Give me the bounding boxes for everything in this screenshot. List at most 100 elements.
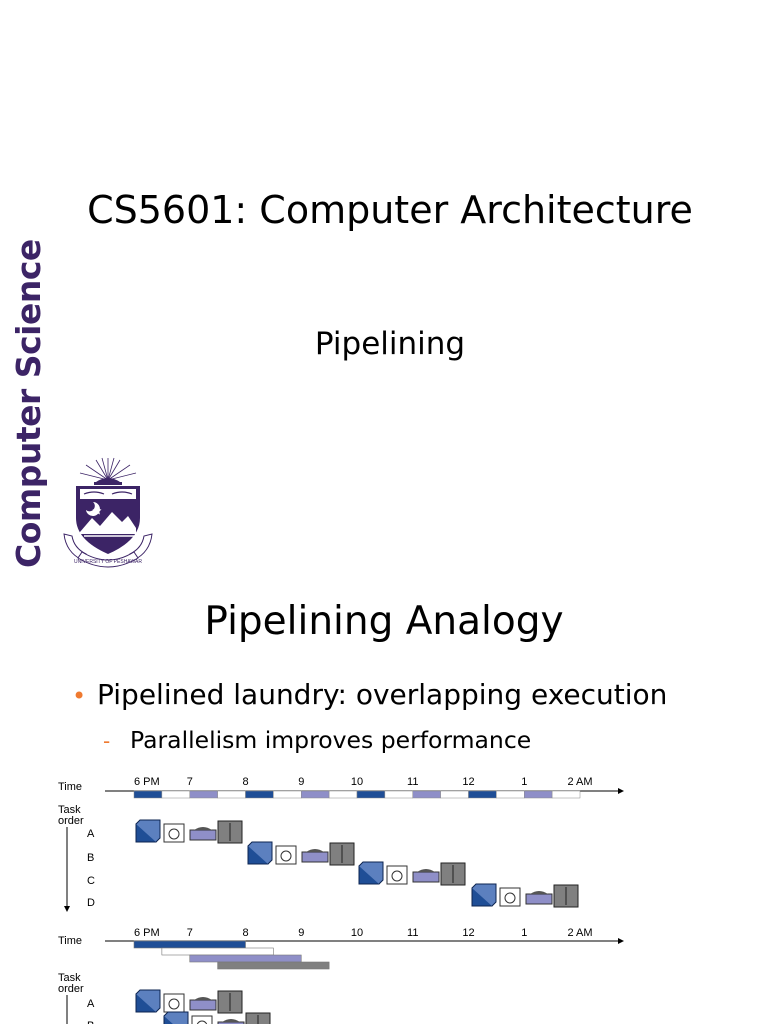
time-strip-segment-folder: [412, 790, 441, 799]
folded-clothes-icon: [194, 997, 212, 1000]
computer-science-side-label: Computer Science: [9, 239, 48, 568]
folded-clothes-icon: [222, 1019, 240, 1022]
time-tick-label: 11: [407, 927, 418, 939]
time-strip-segment-washer: [245, 790, 274, 799]
dryer-icon: [163, 823, 185, 843]
time-tick-label: 7: [187, 927, 193, 939]
folding-icon: [412, 871, 440, 883]
bullet-item: • Pipelined laundry: overlapping executio…: [72, 678, 667, 711]
slide-title: CS5601: Computer Architecture: [87, 188, 693, 232]
dryer-door-icon: [168, 828, 180, 840]
task-labels-2: AB: [87, 998, 95, 1024]
dryer-icon: [499, 887, 521, 907]
time-tick-label: 9: [298, 927, 304, 939]
dryer-door-icon: [504, 892, 516, 904]
bullet-dot-icon: •: [72, 682, 87, 710]
time-axis-arrow-1: [618, 788, 624, 794]
task-label: B: [87, 852, 94, 864]
time-strip-segment-storer: [328, 790, 358, 799]
task-label: C: [87, 875, 95, 887]
time-strip-segment-folder: [301, 790, 330, 799]
pipeline-bar-dryer: [161, 947, 274, 956]
crest-banner-text: UNIVERSITY OF PESHAWAR: [74, 559, 142, 565]
dryer-door-icon: [168, 998, 180, 1010]
slide-subtitle: Pipelining: [314, 326, 466, 362]
dryer-door-icon: [280, 850, 292, 862]
task-axis-arrow-1: [64, 906, 70, 912]
washer-icon-top: [358, 861, 384, 885]
folded-clothes-icon: [530, 891, 548, 894]
time-axis-arrow-2: [618, 938, 624, 944]
dryer-icon: [191, 1015, 213, 1024]
folded-clothes-icon: [306, 849, 324, 852]
time-tick-label: 6 PM: [134, 927, 160, 939]
time-tick-label: 2 AM: [567, 776, 592, 788]
time-strip-segment-dryer: [161, 790, 190, 799]
time-strip-segment-storer: [217, 790, 246, 799]
folded-clothes-icon: [417, 869, 435, 872]
task-label: D: [87, 897, 95, 909]
time-tick-label: 6 PM: [134, 776, 160, 788]
washer-icon-top: [135, 819, 161, 843]
time-tick-label: 8: [242, 776, 248, 788]
time-strip-segment-storer: [551, 790, 581, 799]
bullet-text: Pipelined laundry: overlapping execution: [97, 678, 668, 711]
time-tick-label: 1: [521, 927, 527, 939]
time-strip-segment-dryer: [384, 790, 413, 799]
task-label-2: Task: [58, 972, 81, 984]
time-strip-segment-washer: [356, 790, 386, 799]
pipeline-bar-washer: [133, 940, 246, 949]
time-strip-segment-folder: [189, 790, 218, 799]
order-label-2: order: [58, 983, 84, 995]
stage-icons-2: [135, 989, 271, 1024]
time-tick-labels-2: 6 PM 7 8 9 10 11 12 1 2 AM: [134, 927, 593, 939]
time-strip-1: [133, 790, 581, 799]
folded-clothes-icon: [194, 827, 212, 830]
dash-icon: -: [103, 729, 111, 753]
pipeline-gantt-bars: [133, 940, 330, 970]
folding-icon: [189, 999, 217, 1011]
time-strip-segment-washer: [133, 790, 163, 799]
order-label-1: order: [58, 815, 84, 827]
washer-icon-top: [135, 989, 161, 1013]
folding-icon: [189, 829, 217, 841]
sub-bullet-item: -Parallelism improves performance: [103, 726, 531, 754]
dryer-icon: [275, 845, 297, 865]
time-tick-label: 7: [187, 776, 193, 788]
washer-icon-top: [163, 1011, 189, 1024]
time-strip-segment-folder: [524, 790, 553, 799]
task-label: A: [87, 998, 95, 1010]
task-label: B: [87, 1020, 94, 1024]
time-strip-segment-dryer: [273, 790, 302, 799]
dryer-door-icon: [196, 1020, 208, 1024]
time-tick-label: 1: [521, 776, 527, 788]
washer-icon-top: [471, 883, 497, 907]
dryer-door-icon: [391, 870, 403, 882]
pipeline-bar-folder: [189, 954, 302, 963]
time-tick-labels-1: 6 PM 7 8 9 10 11 12 1 2 AM: [134, 776, 593, 788]
time-tick-label: 10: [351, 776, 363, 788]
time-strip-segment-washer: [468, 790, 497, 799]
university-crest-logo: UNIVERSITY OF PESHAWAR: [63, 457, 153, 568]
time-tick-label: 9: [298, 776, 304, 788]
folding-icon: [525, 893, 553, 905]
washer-icon-top: [247, 841, 273, 865]
sub-bullet-text: Parallelism improves performance: [130, 726, 532, 754]
task-label: A: [87, 828, 95, 840]
time-tick-label: 8: [242, 927, 248, 939]
section-title: Pipelining Analogy: [204, 599, 564, 644]
dryer-icon: [386, 865, 408, 885]
pipeline-bar-storer: [217, 961, 330, 970]
time-tick-label: 12: [462, 776, 474, 788]
time-tick-label: 2 AM: [567, 927, 592, 939]
folding-icon: [301, 851, 329, 863]
time-label-2: Time: [58, 935, 82, 947]
time-tick-label: 12: [462, 927, 474, 939]
time-label-1: Time: [58, 781, 82, 793]
time-tick-label: 10: [351, 927, 363, 939]
task-label-1: Task: [58, 804, 81, 816]
time-strip-segment-storer: [440, 790, 469, 799]
time-tick-label: 11: [407, 776, 418, 788]
